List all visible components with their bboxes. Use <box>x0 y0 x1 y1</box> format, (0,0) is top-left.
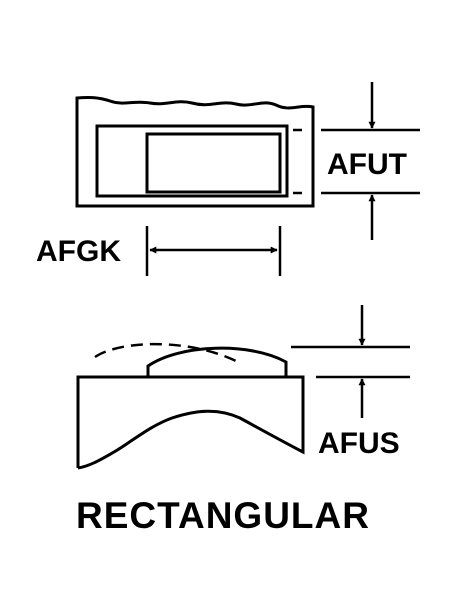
shape-title: RECTANGULAR <box>76 495 370 536</box>
side-view-body <box>76 375 305 470</box>
top-view-frame <box>95 124 289 198</box>
side-view-lens <box>146 346 288 377</box>
afgk-dimension <box>145 226 282 276</box>
side-view <box>76 342 305 470</box>
top-view <box>75 95 315 208</box>
top-view-outline <box>75 95 315 208</box>
afus-label: AFUS <box>318 427 400 460</box>
afut-dimension <box>321 82 420 240</box>
top-view-insert <box>145 132 282 194</box>
side-view-phantom-profile <box>94 342 239 364</box>
afut-label: AFUT <box>327 148 407 181</box>
afus-dimension <box>291 305 410 418</box>
afgk-label: AFGK <box>36 235 121 268</box>
